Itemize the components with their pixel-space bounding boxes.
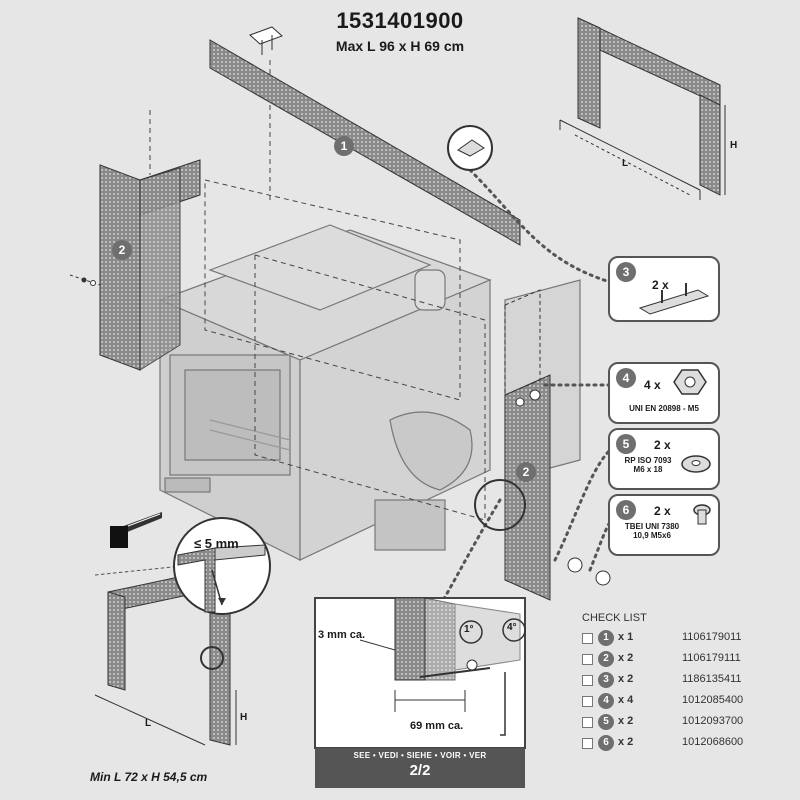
checklist-qty: x 2 [618,673,634,685]
checklist-part-code: 1012093700 [682,715,744,727]
angle-label-2: 4° [507,622,517,633]
checklist-part-badge: 5 [598,714,614,730]
checklist-row: 1 x 1 1106179011 [582,630,782,648]
checklist-part-code: 1106179111 [682,652,741,664]
checklist-part-badge: 2 [598,651,614,667]
frame-max-height-letter: H [730,140,738,151]
zoom-circle-side [474,479,526,531]
gap-detail [173,517,271,615]
callout-qty-6: 2 x [654,504,671,518]
fireplace-insert [158,224,581,561]
checklist-qty: x 2 [618,715,634,727]
checklist-qty: x 2 [618,652,634,664]
callout-spec-6: TBEI UNI 7380 10,9 M5x6 [624,522,680,540]
callout-qty-5: 2 x [654,438,671,452]
checklist-qty: x 2 [618,736,634,748]
checklist-checkbox[interactable] [582,717,593,728]
checklist-qty: x 1 [618,631,634,643]
part-badge-2-left: 2 [112,240,132,260]
assembly-guides [149,60,486,521]
callout-qty-4: 4 x [644,378,661,392]
clearance-detail-box [314,597,526,749]
callout-spec-4: UNI EN 20898 - M5 [629,404,699,413]
checklist-part-code: 1012085400 [682,694,744,706]
page-title: 1531401900 [336,8,464,33]
cutter-tool-icon [110,512,162,548]
gap-label: ≤ 5 mm [194,536,239,551]
callout-badge-3: 3 [616,262,636,282]
nut-icon [673,369,707,395]
checklist-qty: x 4 [618,694,634,706]
checklist-row: 6 x 2 1012068600 [582,735,782,753]
callout-badge-4: 4 [616,368,636,388]
max-size-label: Max L 96 x H 69 cm [335,38,465,54]
checklist-row: 3 x 2 1186135411 [582,672,782,690]
checklist-row: 4 x 4 1012085400 [582,693,782,711]
frame-min-height-letter: H [240,712,248,723]
screw-icon [693,504,711,525]
see-page-reference: SEE • VEDI • SIEHE • VOIR • VER 2/2 [315,748,525,788]
part-1-top-panel [209,26,521,246]
callout-part-3: 3 2 x [608,256,720,322]
callout-spec-5: RP ISO 7093 M6 x 18 [624,456,672,474]
offset-label: 3 mm ca. [318,629,366,641]
checklist-checkbox[interactable] [582,654,593,665]
frame-max-length-letter: L [622,158,629,169]
checklist-part-badge: 6 [598,735,614,751]
min-size-label: Min L 72 x H 54,5 cm [90,770,208,784]
frame-min-length-letter: L [145,718,152,729]
checklist-title: CHECK LIST [582,612,647,624]
part-2-left-panel [69,159,201,371]
callout-part-5: 5 2 x RP ISO 7093 M6 x 18 [608,428,720,490]
plate-icon [638,283,710,315]
washer-icon [681,455,711,473]
part-badge-2-right: 2 [516,462,536,482]
width-label: 69 mm ca. [410,720,464,732]
see-text: SEE • VEDI • SIEHE • VOIR • VER [353,751,487,760]
callout-part-6: 6 2 x TBEI UNI 7380 10,9 M5x6 [608,494,720,556]
checklist-part-badge: 3 [598,672,614,688]
checklist-checkbox[interactable] [582,696,593,707]
checklist-row: 2 x 2 1106179111 [582,651,782,669]
checklist-part-code: 1106179011 [682,631,742,643]
callout-part-4: 4 4 x UNI EN 20898 - M5 [608,362,720,424]
callout-qty-3: 2 x [652,278,669,292]
checklist-part-badge: 1 [598,630,614,646]
frame-max-illustration [559,17,726,200]
callout-badge-5: 5 [616,434,636,454]
checklist-checkbox[interactable] [582,675,593,686]
checklist-part-code: 1186135411 [682,673,742,685]
checklist-row: 5 x 2 1012093700 [582,714,782,732]
checklist-part-code: 1012068600 [682,736,744,748]
checklist-checkbox[interactable] [582,738,593,749]
page-reference-number: 2/2 [409,762,431,779]
checklist-checkbox[interactable] [582,633,593,644]
checklist-part-badge: 4 [598,693,614,709]
callout-badge-6: 6 [616,500,636,520]
part-2-right-panel [504,289,611,601]
part-badge-1: 1 [334,136,354,156]
angle-label-1: 1° [464,624,474,635]
